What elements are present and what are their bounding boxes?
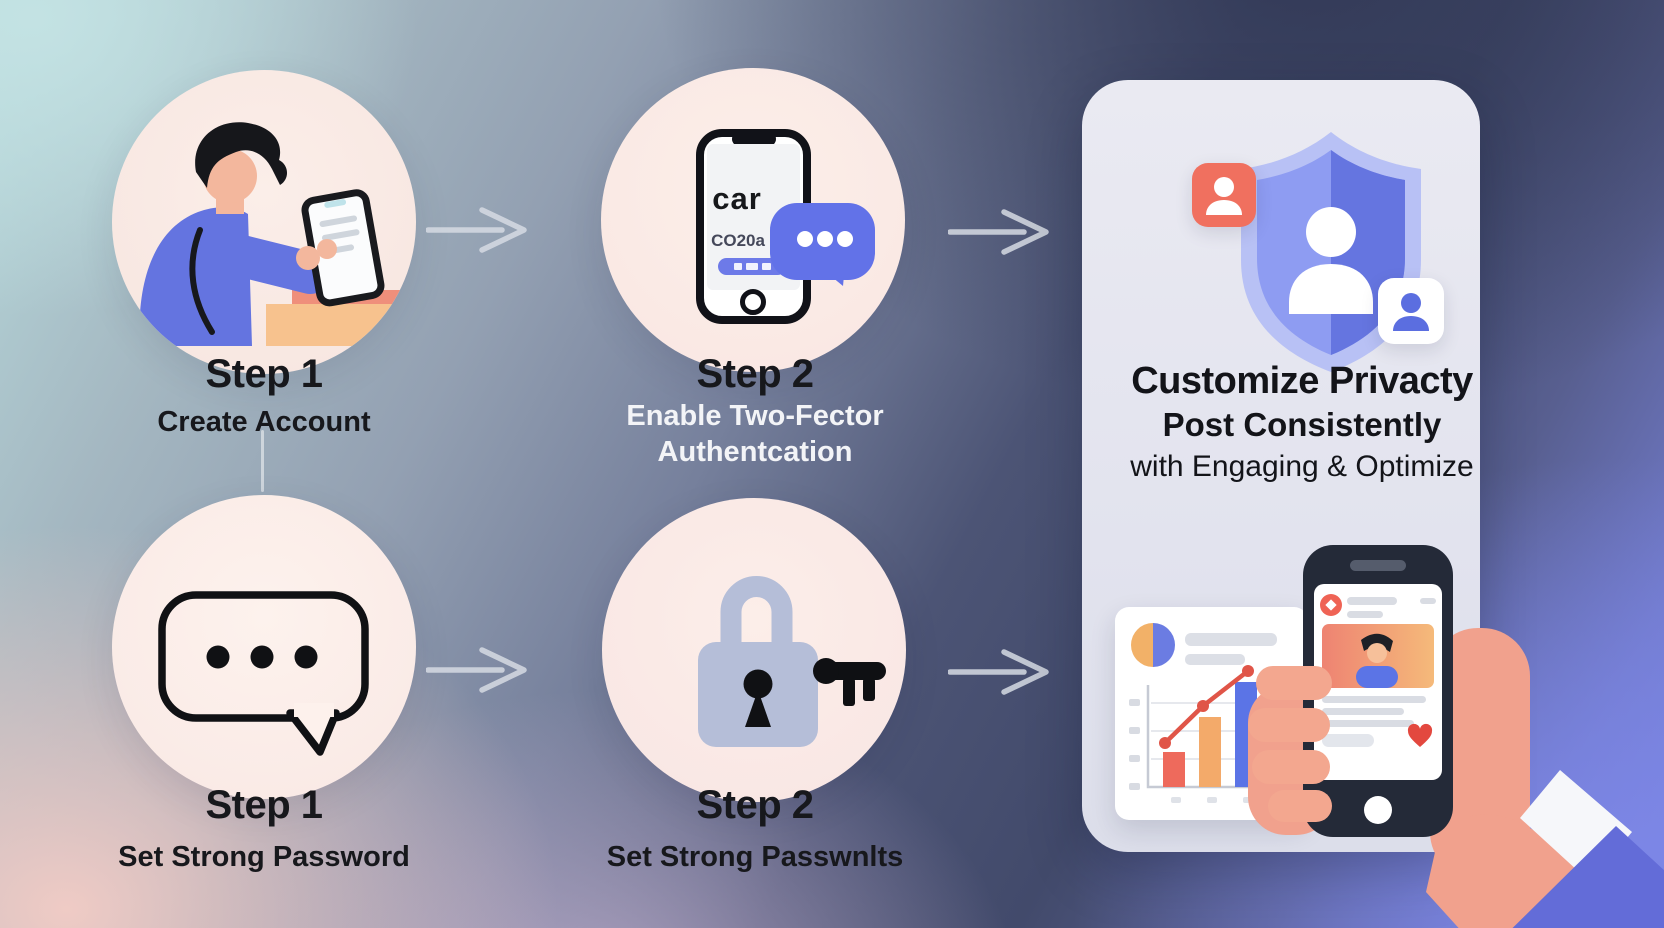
hand-palm	[1430, 628, 1530, 880]
arrow-right-icon	[948, 649, 1049, 695]
person-hand	[317, 239, 337, 259]
step-circle-create-account	[112, 70, 416, 374]
text-blob	[1185, 633, 1277, 646]
hand-holding-phone-illustration	[1248, 545, 1664, 928]
panel-tagline: with Engaging & Optimize	[1130, 450, 1474, 483]
step-title: Set Strong Passwnlts	[606, 841, 904, 873]
screen-word: car	[712, 181, 762, 216]
data-point	[1197, 700, 1209, 712]
panel-subheading: Post Consistently	[1162, 406, 1442, 443]
step-title: Set Strong Password	[118, 841, 410, 873]
text-blob	[1185, 654, 1245, 665]
finger	[1248, 708, 1330, 742]
user-icon	[1206, 177, 1242, 215]
button-text-blob	[734, 263, 742, 270]
divider-tick	[261, 430, 264, 492]
tick-blob	[1129, 727, 1140, 734]
phone-notch	[732, 132, 776, 146]
text-blob	[1347, 611, 1383, 618]
person-arm	[211, 232, 332, 295]
step-number: Step 1	[205, 352, 323, 396]
panel-heading: Customize Privacty	[1131, 360, 1473, 402]
finger	[1256, 666, 1332, 700]
sleeve	[1512, 826, 1664, 928]
arrow-right-icon	[426, 207, 527, 253]
person-hand	[296, 246, 320, 270]
text-blob	[1322, 696, 1426, 703]
photo-person-face	[1367, 643, 1387, 663]
tablet-icon	[301, 189, 385, 307]
person-torso	[139, 207, 252, 346]
tail-patch	[294, 703, 334, 717]
tick-blob	[1129, 755, 1140, 762]
button-text-blob	[746, 263, 758, 270]
text-blob	[1322, 708, 1404, 715]
tick-blob	[1171, 797, 1181, 803]
dot	[294, 645, 318, 669]
pie-chart-icon	[1131, 623, 1175, 667]
heart-icon	[1407, 723, 1433, 747]
text-blob	[1347, 597, 1397, 605]
step-number: Step 2	[696, 783, 814, 827]
key-icon	[813, 658, 886, 706]
step-number: Step 2	[696, 352, 814, 396]
step-title: Enable Two-Fector Authentcation	[626, 400, 884, 468]
tick-blob	[1207, 797, 1217, 803]
user-icon	[1393, 293, 1429, 331]
photo-person-shirt	[1356, 666, 1398, 688]
bar-red	[1163, 752, 1185, 787]
user-badge-white	[1378, 278, 1444, 344]
home-button-icon	[1364, 796, 1392, 824]
step-circle-password	[112, 495, 416, 799]
dot	[250, 645, 274, 669]
desk-body	[266, 304, 416, 346]
arrow-right-icon	[948, 209, 1049, 255]
menu-dash	[1420, 598, 1436, 604]
chat-bubble-outline-icon	[158, 591, 369, 756]
text-blob	[1322, 720, 1414, 727]
tick-blob	[1129, 783, 1140, 790]
home-button-icon	[740, 289, 766, 315]
smartphone-icon	[1303, 545, 1453, 837]
person-hair	[195, 122, 288, 188]
finger	[1268, 790, 1332, 822]
step-number: Step 1	[205, 783, 323, 827]
step-circle-two-factor: car CO20a	[601, 68, 905, 372]
shield-icon	[1241, 132, 1421, 372]
user-badge-red	[1192, 163, 1256, 227]
data-point	[1242, 665, 1254, 677]
button-text-blob	[762, 263, 771, 270]
tick-blob	[1129, 699, 1140, 706]
two-factor-illustration: car CO20a	[696, 129, 875, 324]
create-account-illustration	[139, 122, 416, 346]
keyhole	[743, 669, 773, 727]
step-label: Step 1	[94, 352, 434, 396]
chat-bubble-icon	[770, 203, 875, 286]
step-label: Step 1	[94, 783, 434, 827]
dot	[206, 645, 230, 669]
user-icon	[1289, 207, 1373, 314]
arrow-right-icon	[426, 647, 527, 693]
finger	[1252, 750, 1330, 784]
comment-pill	[1322, 734, 1374, 747]
post-photo	[1322, 624, 1434, 688]
phone-speaker	[1350, 560, 1406, 571]
lock-key-illustration	[698, 576, 886, 747]
step-title: Create Account	[157, 406, 371, 438]
step-label: Step 2	[585, 352, 925, 396]
step-label: Step 2	[585, 783, 925, 827]
sweater-contour-line	[189, 227, 215, 335]
step-circle-passwords	[602, 498, 906, 802]
bar-orange	[1199, 717, 1221, 787]
screen-code: CO20a	[711, 231, 765, 250]
lock-shackle	[720, 576, 793, 648]
data-point	[1159, 737, 1171, 749]
